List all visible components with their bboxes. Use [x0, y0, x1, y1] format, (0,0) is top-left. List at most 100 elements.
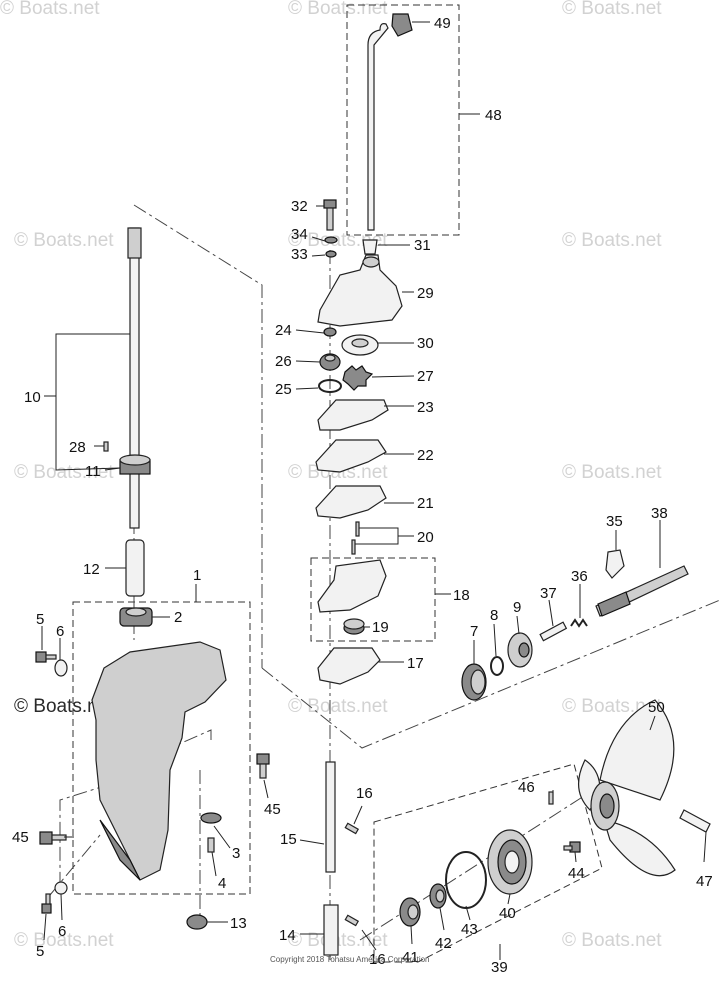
sleeve-12: [125, 539, 145, 597]
callout-4: 4: [218, 875, 226, 892]
callout-45-right: 45: [264, 801, 281, 818]
watermark-text: © Boats.net: [0, 0, 100, 19]
washer-6: [54, 659, 68, 677]
seal-26: [319, 353, 341, 371]
plate-22: [315, 439, 387, 473]
bolt-4: [207, 837, 215, 853]
gasket-17: [317, 647, 381, 685]
callout-22: 22: [417, 447, 434, 464]
gear-9: [507, 632, 533, 668]
watermark-text: © Boats.net: [562, 462, 662, 483]
bolt-45: [256, 753, 270, 779]
bearing-11: [119, 454, 151, 475]
callout-9: 9: [513, 599, 521, 616]
callout-42: 42: [435, 935, 452, 952]
washer-6: [54, 881, 68, 895]
callout-37: 37: [540, 585, 557, 602]
callout-3: 3: [232, 845, 240, 862]
callout-16: 16: [356, 785, 373, 802]
callout-17: 17: [407, 655, 424, 672]
pin-20: [351, 539, 356, 555]
callout-38: 38: [651, 505, 668, 522]
o-ring-25: [318, 379, 342, 393]
callout-30: 30: [417, 335, 434, 352]
group-box-39: [373, 763, 603, 963]
callout-7: 7: [470, 623, 478, 640]
group-box-18: [310, 557, 436, 642]
nut-33: [325, 250, 337, 258]
watermark-text: © Boats.net: [288, 696, 388, 717]
callout-32: 32: [291, 198, 308, 215]
callout-11: 11: [85, 463, 101, 480]
callouts: 1 2 3 4 5 6 7 8 9 10 11 12 13 14 15 16 1…: [12, 15, 713, 976]
cotter-pin-47: [679, 809, 711, 833]
watermark-text: © Boats.net: [14, 930, 114, 951]
callout-8: 8: [490, 607, 498, 624]
callout-47: 47: [696, 873, 713, 890]
callout-48: 48: [485, 107, 502, 124]
water-tube: [367, 23, 389, 231]
callout-33: 33: [291, 246, 308, 263]
callout-24: 24: [275, 322, 292, 339]
watermark-text: © Boats.net: [288, 230, 388, 251]
bolt-5: [41, 893, 52, 914]
gasket-23: [317, 399, 389, 431]
nut-13: [186, 914, 208, 930]
callout-44: 44: [568, 865, 585, 882]
center-line: [133, 204, 263, 668]
propeller-shaft: [595, 565, 689, 617]
callout-14: 14: [279, 927, 296, 944]
callout-28: 28: [69, 439, 86, 456]
grommet-31: [362, 239, 378, 255]
group-box-48: [346, 4, 460, 236]
pin-28: [103, 441, 109, 452]
o-ring-43: [445, 851, 487, 909]
watermark-text: © Boats.net: [14, 696, 114, 717]
gasket-21: [315, 485, 387, 519]
callout-25: 25: [275, 381, 292, 398]
callout-29: 29: [417, 285, 434, 302]
callout-6-lower: 6: [58, 923, 66, 940]
watermark-text: © Boats.net: [288, 462, 388, 483]
group-box-1: [72, 601, 251, 895]
bearing-carrier-40: [487, 829, 533, 895]
bearing-2: [119, 607, 153, 627]
callout-40: 40: [499, 905, 516, 922]
bolt-44: [563, 841, 581, 853]
pin-20: [355, 521, 360, 537]
callout-6: 6: [56, 623, 64, 640]
callout-46: 46: [518, 779, 535, 796]
callout-34: 34: [291, 226, 308, 243]
parts: [35, 13, 711, 956]
callout-21: 21: [417, 495, 434, 512]
seal-42: [429, 883, 447, 909]
drive-shaft: [129, 227, 140, 529]
callout-43: 43: [461, 921, 478, 938]
washer-8: [490, 656, 504, 676]
bolt-5: [35, 651, 57, 663]
callout-15: 15: [280, 831, 297, 848]
pump-housing: [317, 254, 403, 327]
watermark-text: © Boats.net: [562, 230, 662, 251]
callout-35: 35: [606, 513, 623, 530]
callout-16-lower: 16: [369, 951, 386, 968]
bearing-41: [399, 897, 421, 927]
washer-34: [324, 236, 338, 244]
callout-12: 12: [83, 561, 100, 578]
collar-3: [200, 812, 222, 824]
watermark-text: © Boats.net: [14, 462, 114, 483]
callout-31: 31: [414, 237, 431, 254]
callout-41: 41: [402, 949, 419, 966]
watermark-text: © Boats.net: [14, 230, 114, 251]
pin-16: [344, 822, 360, 835]
bushing-19: [343, 618, 365, 635]
bolt-32: [323, 199, 337, 231]
callout-10: 10: [24, 389, 41, 406]
callout-36: 36: [571, 568, 588, 585]
callout-26: 26: [275, 353, 292, 370]
callout-2: 2: [174, 609, 182, 626]
callout-27: 27: [417, 368, 434, 385]
bearing-7: [461, 663, 487, 701]
spring-36: [570, 618, 588, 628]
